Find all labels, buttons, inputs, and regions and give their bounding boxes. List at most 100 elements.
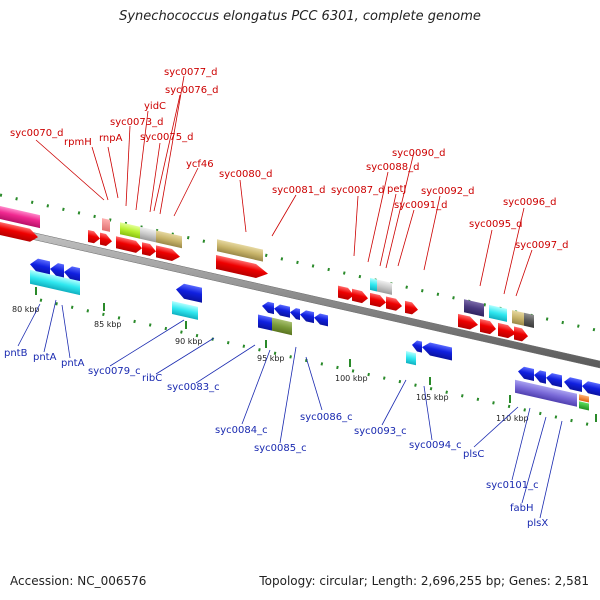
gene-label: syc0086_c xyxy=(300,412,353,423)
gene-label: pntA xyxy=(61,358,85,369)
gene-label: pntB xyxy=(4,348,28,359)
gene-label: rnpA xyxy=(99,133,123,144)
gene-label: plsC xyxy=(463,449,484,460)
gene-label: petJ xyxy=(387,184,406,195)
gene-label: syc0084_c xyxy=(215,425,268,436)
gene-label: syc0079_c xyxy=(88,366,141,377)
gene-label: syc0081_d xyxy=(272,185,325,196)
scale-label: 80 kbp xyxy=(12,305,40,314)
scale-label: 90 kbp xyxy=(175,337,203,346)
gene-block xyxy=(377,279,392,295)
gene-label: syc0101_c xyxy=(486,480,539,491)
gene-block xyxy=(464,299,484,317)
gene-label: syc0094_c xyxy=(409,440,462,451)
gene-label: syc0095_d xyxy=(469,219,522,230)
gene-arrow xyxy=(88,229,100,244)
gene-block xyxy=(102,218,110,232)
gene-arrow xyxy=(386,296,402,311)
gene-label: pntA xyxy=(33,352,57,363)
gene-arrow xyxy=(64,266,80,284)
gene-label: syc0096_d xyxy=(503,197,556,208)
gene-label: plsX xyxy=(527,518,548,529)
gene-arrow xyxy=(274,304,290,318)
gene-label: syc0093_c xyxy=(354,426,407,437)
gene-arrow xyxy=(338,285,354,300)
gene-label: yidC xyxy=(144,101,166,112)
gene-arrow xyxy=(405,300,418,315)
gene-label: syc0087_d xyxy=(331,185,384,196)
gene-label: syc0070_d xyxy=(10,128,63,139)
gene-arrow xyxy=(458,313,478,330)
gene-block xyxy=(489,304,507,322)
forward-gene-labels: syc0070_d rpmH rnpA syc0073_d yidC syc00… xyxy=(10,67,568,251)
gene-arrow xyxy=(314,313,328,327)
gene-block xyxy=(406,351,416,366)
gene-arrow xyxy=(116,236,142,253)
gene-arrow xyxy=(262,301,274,315)
forward-leaders xyxy=(35,75,533,297)
gene-block xyxy=(0,206,40,229)
gene-label: syc0090_d xyxy=(392,148,445,159)
scale-label: 95 kbp xyxy=(257,354,285,363)
gene-block xyxy=(30,269,80,296)
gene-block xyxy=(272,317,292,336)
scale-labels: 80 kbp 85 kbp 90 kbp 95 kbp 100 kbp 105 … xyxy=(12,305,529,423)
gene-arrow xyxy=(498,322,516,339)
gene-block xyxy=(524,312,534,329)
gene-block xyxy=(541,385,559,403)
gene-arrow xyxy=(50,263,64,280)
reverse-leaders xyxy=(17,299,563,519)
gene-label: rpmH xyxy=(64,137,92,148)
gene-label: syc0080_d xyxy=(219,169,272,180)
gene-arrow xyxy=(480,318,496,335)
gene-arrow xyxy=(370,292,386,308)
gene-arrow xyxy=(352,288,368,304)
gene-block xyxy=(515,379,541,399)
gene-label: fabH xyxy=(510,503,534,514)
gene-label: syc0092_d xyxy=(421,186,474,197)
gene-label: syc0083_c xyxy=(167,382,220,393)
reverse-gene-labels: pntB pntA pntA syc0079_c ribC syc0083_c … xyxy=(4,348,548,529)
scale-label: 85 kbp xyxy=(94,320,122,329)
gene-arrow xyxy=(30,258,50,277)
gene-arrow xyxy=(176,283,202,303)
gene-arrow xyxy=(518,366,534,382)
map-title: Synechococcus elongatus PCC 6301, comple… xyxy=(119,9,481,24)
genome-summary-text: Topology: circular; Length: 2,696,255 bp… xyxy=(259,574,589,588)
scale-label: 100 kbp xyxy=(335,374,368,383)
gene-label: syc0076_d xyxy=(165,85,218,96)
gene-label: syc0077_d xyxy=(164,67,217,78)
genome-backbone xyxy=(0,224,600,369)
gene-block xyxy=(217,239,263,262)
scale-label: 105 kbp xyxy=(416,393,449,402)
reverse-genes xyxy=(30,258,600,411)
gene-block xyxy=(258,314,272,331)
gene-arrow xyxy=(546,373,562,388)
gene-arrow xyxy=(100,232,112,247)
gene-label: ycf46 xyxy=(186,159,214,170)
gene-arrow xyxy=(514,326,528,342)
gene-label: syc0091_d xyxy=(394,200,447,211)
gene-arrow xyxy=(300,310,314,324)
gene-arrow xyxy=(216,254,268,279)
gene-arrow xyxy=(290,308,300,321)
gene-label: ribC xyxy=(142,373,162,384)
accession-text: Accession: NC_006576 xyxy=(10,574,147,588)
gene-block xyxy=(512,310,524,326)
gene-block xyxy=(579,394,589,403)
gene-arrow xyxy=(534,370,546,384)
gene-arrow xyxy=(0,222,38,242)
gene-label: syc0097_d xyxy=(515,240,568,251)
gene-arrow xyxy=(564,377,582,392)
gene-block xyxy=(156,230,182,249)
gene-arrow xyxy=(142,242,156,257)
gene-arrow xyxy=(582,381,600,397)
gene-block xyxy=(370,277,377,292)
scale-label: 110 kbp xyxy=(496,414,529,423)
gene-label: syc0075_d xyxy=(140,132,193,143)
scale-ticks xyxy=(35,287,597,422)
gene-label: syc0088_d xyxy=(366,162,419,173)
gene-block xyxy=(579,401,589,411)
gene-label: syc0073_d xyxy=(110,117,163,128)
